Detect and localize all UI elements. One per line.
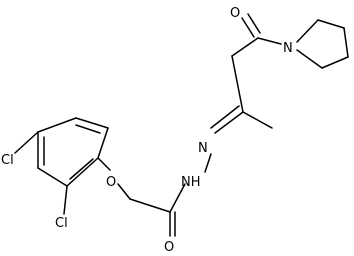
bond-amide-c-ch2	[129, 198, 171, 213]
atom-o-amide: O	[164, 240, 174, 255]
bond-ring1-ring2	[317, 19, 345, 29]
bond-ch2-ether-o	[117, 183, 131, 200]
bond-ar5-ar6	[37, 167, 68, 187]
atom-o-ether: O	[106, 175, 116, 190]
atom-o-ketone: O	[230, 6, 240, 21]
atom-cl-para: Cl	[1, 153, 14, 168]
bond-ar2-ar3	[75, 117, 109, 129]
bond-nh-amide-c	[169, 183, 186, 213]
bond-imine-double-a	[214, 111, 244, 134]
bond-ketone-double-b	[247, 13, 261, 34]
bond-ar6-ar1	[66, 157, 99, 187]
bond-carbonyl-n	[257, 37, 282, 45]
bond-n-ring1	[296, 19, 319, 43]
bond-ar-cl-ortho	[63, 185, 68, 215]
bond-ar-inner-a	[75, 124, 101, 134]
bond-n-nh	[204, 153, 212, 173]
atom-nh-hydrazide: NH	[181, 175, 201, 190]
bond-imine-double-b	[210, 105, 240, 129]
bond-ar1-ar2	[97, 127, 109, 159]
dichlorophenyl-ring	[37, 117, 109, 187]
pyrrolidine-ring	[296, 19, 349, 69]
bond-ring4-n	[296, 49, 323, 69]
bond-ring3-ring4	[321, 56, 349, 69]
bond-ring2-ring3	[343, 27, 349, 58]
bond-ketone-double-a	[241, 17, 255, 38]
bond-ar-inner-c	[69, 158, 94, 180]
bond-ar3-ar4	[37, 117, 77, 133]
atom-cl-ortho: Cl	[55, 216, 68, 231]
atom-n-pyrrolidine: N	[283, 41, 293, 56]
atom-n-imine: N	[198, 141, 208, 156]
bond-ar-cl-para	[14, 131, 39, 154]
bond-ch2-imine-c	[231, 55, 244, 113]
bond-imine-c-methyl	[242, 111, 273, 129]
bond-carbonyl-ch2	[231, 37, 259, 57]
bond-ether-o-ring	[97, 157, 111, 171]
